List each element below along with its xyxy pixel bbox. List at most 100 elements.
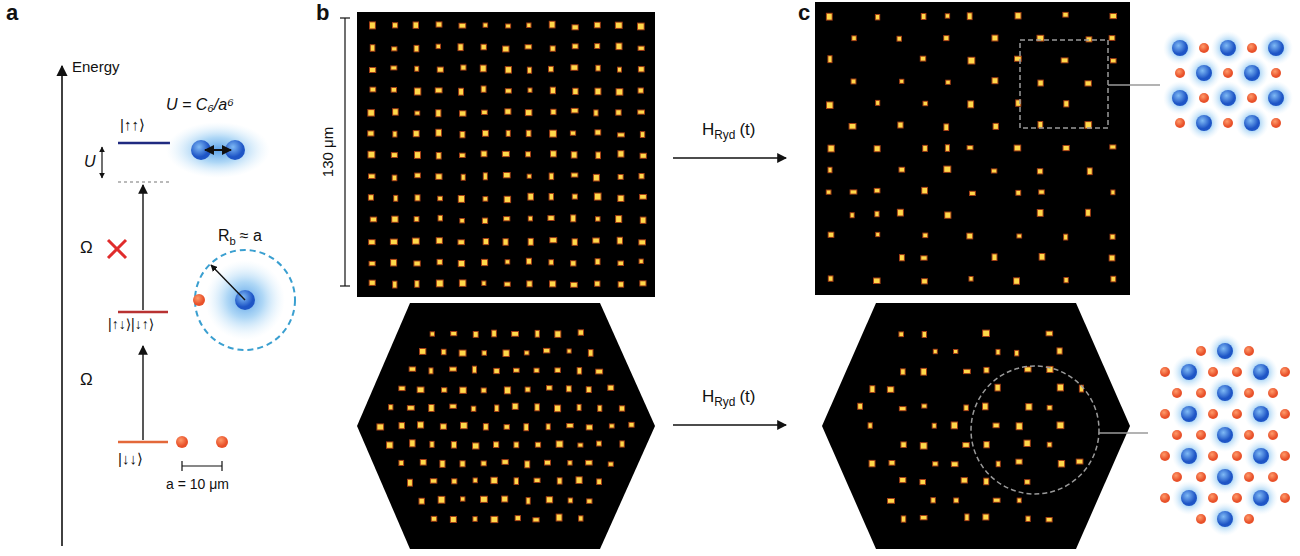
atom-dot: [579, 330, 583, 335]
atom-dot: [482, 111, 487, 114]
rydberg-atom: [1181, 406, 1197, 422]
blockade-radius-label: R: [218, 227, 230, 244]
ground-atom: [1232, 493, 1242, 503]
atom-dot: [418, 388, 424, 393]
atom-dot: [829, 276, 833, 280]
atom-dot: [920, 480, 925, 484]
panel-letter-group: c: [798, 0, 810, 26]
atom-dot: [1077, 460, 1083, 464]
atom-halo: [992, 77, 999, 84]
atom-dot: [526, 152, 530, 156]
atom-dot: [505, 283, 510, 286]
rydberg-atom: [1253, 406, 1269, 422]
atom-dot: [944, 36, 948, 40]
atom-dot: [922, 14, 926, 19]
atom-dot: [572, 109, 578, 113]
atom-dot: [970, 192, 975, 195]
rabi-label: Ω: [80, 370, 93, 389]
atom-dot: [1025, 480, 1029, 484]
atom-halo: [367, 130, 374, 136]
atom-halo: [506, 130, 511, 137]
atom-dot: [369, 195, 373, 200]
axis-label-group: Energy: [72, 58, 120, 76]
atom-dot: [870, 461, 875, 466]
atom-dot: [618, 262, 623, 266]
atom-dot: [596, 259, 600, 264]
blockade-radius-label: b: [230, 235, 236, 247]
atom-halo: [639, 259, 644, 264]
atom-dot: [850, 124, 856, 129]
atom-dot: [491, 517, 497, 522]
atom-halo: [414, 66, 419, 72]
atom-dot: [921, 516, 927, 519]
atom-halo: [367, 109, 375, 117]
hamiltonian-label: Ryd: [714, 128, 735, 142]
atom-halo: [887, 386, 894, 393]
atom-halo: [616, 88, 624, 96]
atom-halo: [547, 215, 554, 221]
atom-dot: [852, 80, 856, 84]
atom-halo: [501, 496, 508, 503]
atom-dot: [852, 36, 856, 40]
zoom-circle: [971, 366, 1099, 494]
atom-dot: [482, 45, 486, 50]
rydberg-atom: [1181, 448, 1197, 464]
atom-halo: [414, 280, 419, 288]
atom-dot: [459, 89, 463, 95]
atom-dot: [641, 154, 646, 158]
leader-line: [1099, 432, 1148, 434]
atom-dot: [921, 369, 926, 375]
atom-dot: [547, 424, 550, 429]
blockade-radius-label-group: Rb≈ a: [218, 226, 262, 249]
atom-halo: [897, 209, 904, 217]
atom-halo: [369, 261, 376, 266]
atom-halo: [1024, 440, 1031, 447]
blockade-radius: [195, 250, 295, 350]
atom-image: [815, 2, 1130, 295]
atom-dot: [482, 389, 486, 393]
ground-atom: [1160, 367, 1170, 377]
atom-halo: [526, 280, 532, 287]
atom-halo: [1016, 422, 1023, 430]
atom-halo: [548, 259, 554, 265]
atom-dot: [473, 517, 476, 521]
atom-dot: [619, 282, 623, 287]
atom-halo: [887, 498, 895, 504]
atom-halo: [503, 350, 510, 358]
atom-dot: [922, 188, 927, 193]
atom-dot: [535, 479, 540, 482]
atom-dot: [946, 145, 949, 151]
atom-halo: [570, 260, 576, 266]
atom-dot: [503, 460, 508, 464]
atom-dot: [573, 25, 578, 29]
atom-halo: [874, 211, 879, 217]
atom-halo: [826, 190, 832, 195]
atom-halo: [945, 80, 951, 85]
atom-dot: [529, 89, 532, 92]
atom-dot: [460, 280, 466, 286]
atom-dot: [461, 132, 465, 137]
atom-dot: [368, 110, 374, 116]
atom-halo: [897, 36, 903, 42]
atom-halo: [637, 23, 645, 31]
atom-halo: [615, 215, 622, 223]
atom-dot: [921, 443, 927, 449]
atom-halo: [388, 404, 393, 410]
atom-halo: [827, 55, 832, 63]
atom-halo: [483, 196, 489, 202]
atom-dot: [392, 47, 396, 50]
atom-halo: [413, 130, 420, 137]
ground-atom: [1175, 68, 1185, 78]
atom-halo: [963, 405, 969, 412]
atom-dot: [578, 368, 581, 374]
atom-halo: [951, 422, 958, 430]
atom-dot: [933, 462, 937, 465]
atom-halo: [505, 88, 512, 93]
atom-halo: [440, 423, 447, 430]
atom-halo: [932, 461, 938, 466]
atom-dot: [526, 388, 530, 392]
atom-halo: [430, 478, 437, 484]
atom-dot: [571, 261, 575, 265]
atom-halo: [490, 477, 498, 484]
atom-dot: [609, 463, 613, 466]
